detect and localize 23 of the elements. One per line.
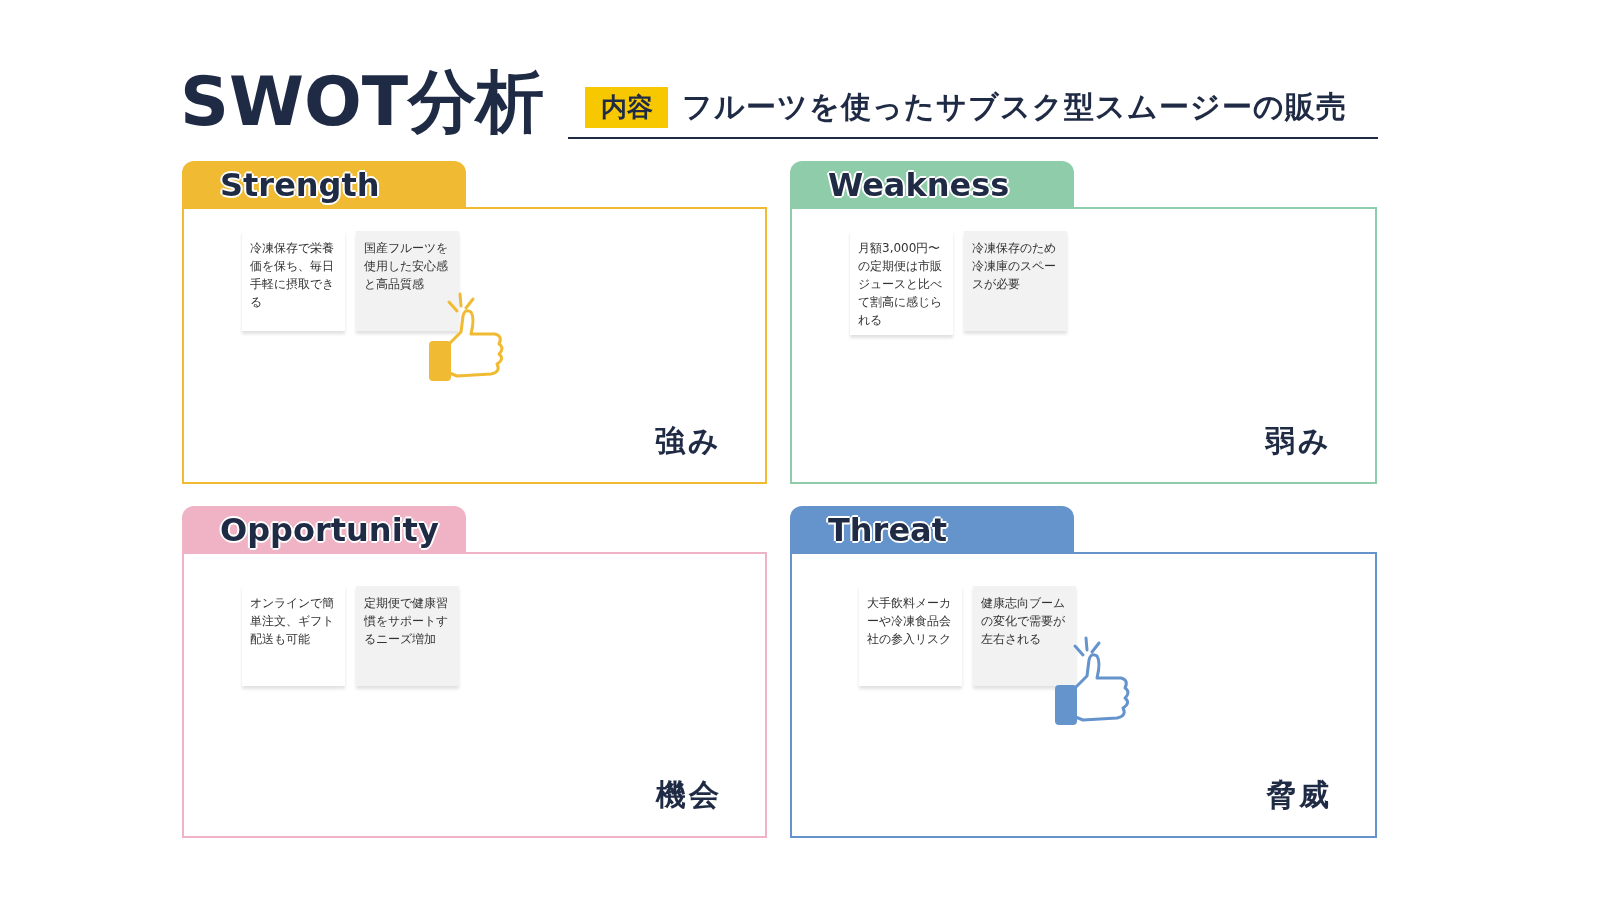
content-badge: 内容 — [585, 87, 668, 128]
sticky-note: 国産フルーツを使用した安心感と高品質感 — [356, 231, 459, 331]
heading-tab: Strength — [182, 161, 466, 209]
sticky-note: オンラインで簡単注文、ギフト配送も可能 — [242, 586, 345, 686]
quadrant-label: 強み — [655, 422, 722, 460]
heading-tab: Opportunity — [182, 506, 466, 554]
swot-quadrant — [182, 161, 767, 484]
heading-tab: Weakness — [790, 161, 1074, 209]
sticky-note: 月額3,000円〜の定期便は市販ジュースと比べて割高に感じられる — [850, 231, 953, 335]
subject-text: フルーツを使ったサブスク型スムージーの販売 — [682, 88, 1347, 126]
title: SWOT分析 — [180, 62, 545, 142]
sticky-note: 健康志向ブームの変化で需要が左右される — [973, 586, 1076, 686]
sticky-note: 冷凍保存で栄養価を保ち、毎日手軽に摂取できる — [242, 231, 345, 331]
heading-tab: Threat — [790, 506, 1074, 554]
quadrant-label: 脅威 — [1266, 776, 1332, 814]
swot-quadrant — [182, 506, 767, 838]
sticky-note: 冷凍保存のため冷凍庫のスペースが必要 — [964, 231, 1067, 331]
swot-quadrant — [790, 161, 1377, 484]
quadrant-label: 弱み — [1265, 422, 1332, 460]
quadrant-label: 機会 — [656, 776, 722, 814]
sticky-note: 定期便で健康習慣をサポートするニーズ増加 — [356, 586, 459, 686]
swot-quadrant — [790, 506, 1377, 838]
sticky-note: 大手飲料メーカーや冷凍食品会社の参入リスク — [859, 586, 962, 686]
